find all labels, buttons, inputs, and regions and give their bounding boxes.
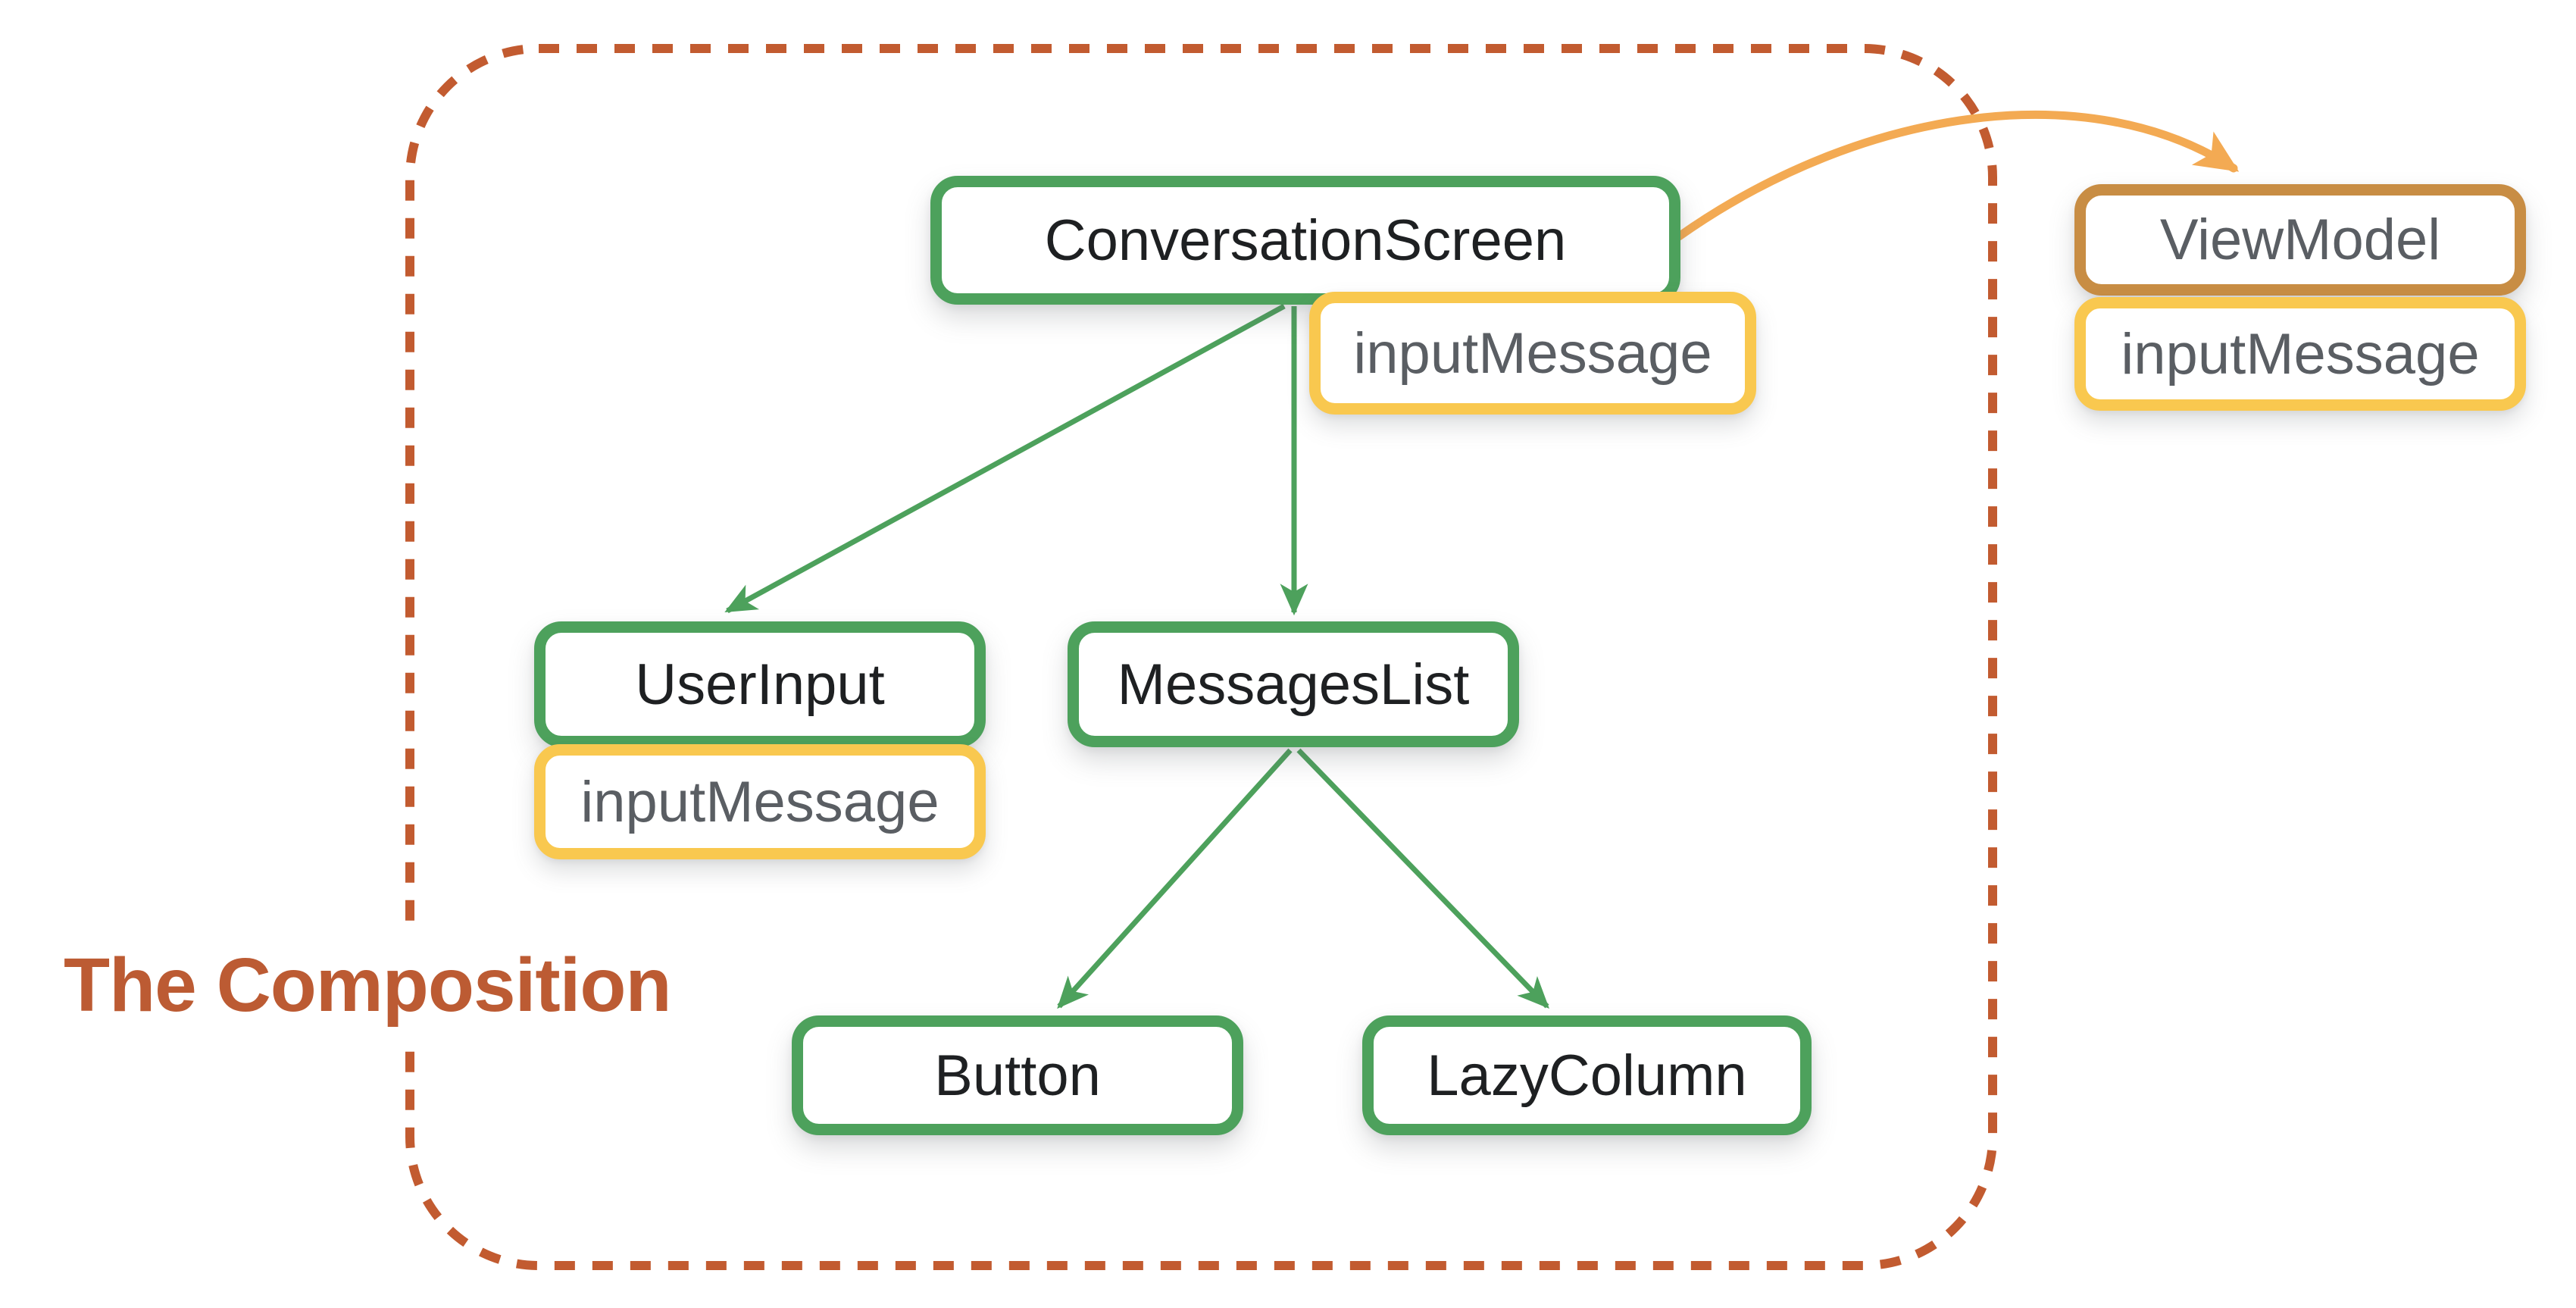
composition-boundary-dashed [405, 44, 1997, 1270]
node-lazy-column-label: LazyColumn [1427, 1043, 1747, 1108]
node-messages-list: MessagesList [1068, 621, 1519, 747]
node-conversation-screen-label: ConversationScreen [1044, 208, 1567, 273]
state-badge-user-input-label: inputMessage [580, 769, 939, 834]
edge-messageslist-lazycolumn [1296, 748, 1549, 1009]
state-badge-conversation-screen-label: inputMessage [1353, 321, 1712, 386]
node-view-model-label: ViewModel [2159, 208, 2441, 272]
state-badge-view-model: inputMessage [2074, 297, 2526, 411]
state-badge-conversation-screen: inputMessage [1309, 292, 1756, 415]
node-conversation-screen: ConversationScreen [930, 176, 1680, 305]
state-badge-user-input: inputMessage [534, 744, 986, 859]
diagram-title: The Composition [42, 937, 694, 1037]
node-user-input-label: UserInput [635, 652, 885, 717]
node-messages-list-label: MessagesList [1117, 652, 1470, 717]
edge-conversationscreen-viewmodel-arrow [1674, 110, 2240, 241]
node-button: Button [792, 1015, 1243, 1135]
edge-messageslist-button [1057, 748, 1293, 1009]
node-user-input: UserInput [534, 621, 986, 747]
node-view-model: ViewModel [2074, 184, 2526, 296]
state-badge-view-model-label: inputMessage [2121, 321, 2480, 386]
node-button-label: Button [934, 1043, 1101, 1108]
edge-conversationscreen-userinput [724, 303, 1286, 614]
node-lazy-column: LazyColumn [1362, 1015, 1812, 1135]
